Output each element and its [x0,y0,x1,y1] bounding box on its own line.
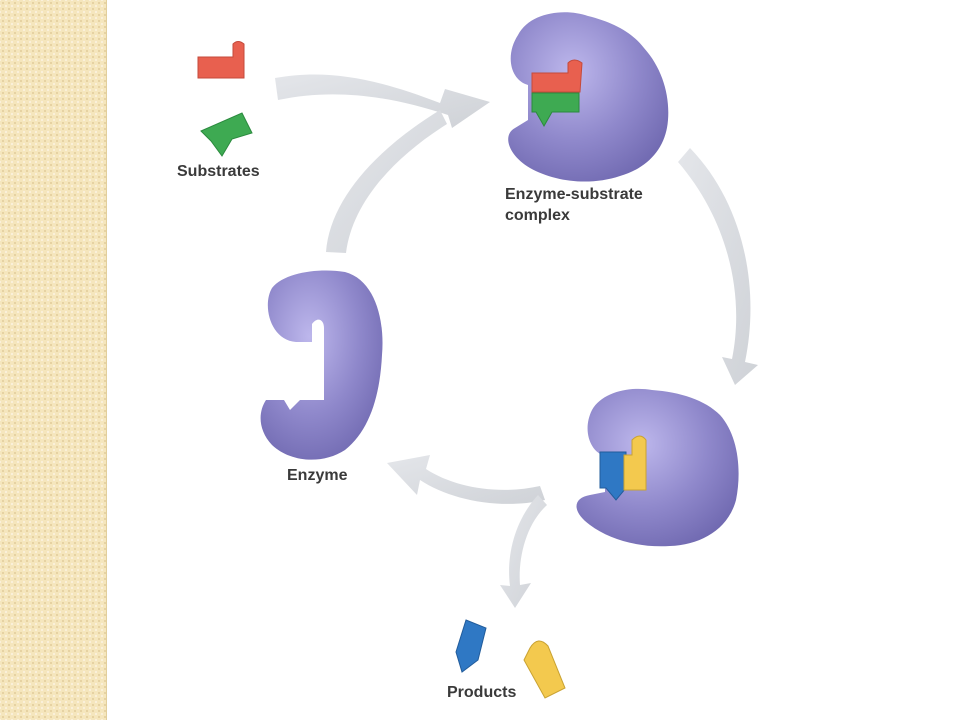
enzyme-products-complex [576,388,739,547]
product-yellow-bound [623,435,647,491]
arrow-enzyme-to-top [326,110,447,253]
enzyme-shape-complex [508,12,669,182]
enzyme-shape-products-complex [576,388,739,547]
label-complex-line2: complex [505,207,570,224]
products-group: Products [447,619,566,701]
side-decorative-strip [0,0,107,720]
arrow-substrates-to-complex [275,74,490,128]
arrow-to-enzyme [387,455,545,504]
substrate-red [197,41,245,79]
arrow-products-release [500,495,547,608]
enzyme-substrate-complex: Enzyme-substrate complex [505,12,669,224]
product-blue [455,619,487,673]
enzyme-group: Enzyme [260,270,383,484]
substrate-red-bound [531,59,583,93]
cycle-arrows [275,74,758,608]
product-yellow [523,640,566,699]
label-complex-line1: Enzyme-substrate [505,186,643,203]
label-products: Products [447,684,516,701]
label-enzyme: Enzyme [287,467,348,484]
substrate-green-bound [531,92,580,128]
substrates-group: Substrates [177,41,260,180]
enzyme-shape [260,270,383,460]
substrate-green [200,112,253,157]
label-substrates: Substrates [177,163,260,180]
arrow-complex-to-products-complex [678,148,758,385]
product-blue-bound [599,451,627,501]
